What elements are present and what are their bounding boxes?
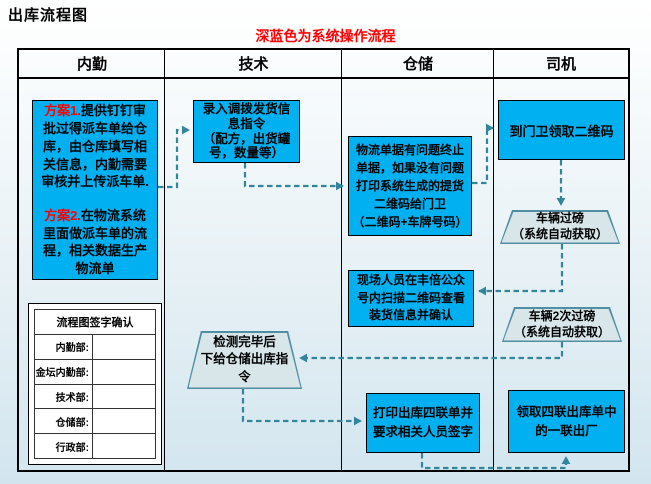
signoff-blank-cell [93,359,155,384]
lane-divider [164,50,165,470]
trapezoid-fill [188,332,301,388]
node-entry-order-text: 录入调拨发货信 息指令 （配方，出货罐 号，数量等） [202,102,291,161]
node-take-copy: 领取四联出库单中 的一联出厂 [508,390,625,453]
lane-divider [493,50,494,470]
signoff-label: 行政部: [35,434,93,458]
plan-2-text: 方案2.在物流系统里面做派车单的流程，相关数据生产物流单 [42,207,147,276]
header-divider [19,77,628,79]
node-scan-confirm-text: 现场人员在丰倍公众 号内扫描二维码查看 装货信息并确认 [356,273,465,323]
page-title: 出库流程图 [8,7,89,24]
trapezoid-fill [503,308,621,341]
lane-header-jishu: 技术 [238,56,269,73]
signoff-title: 流程图签字确认 [56,317,134,329]
signoff-label: 仓储部: [35,409,93,434]
trapezoid-second-weigh-text: 车辆2次过磅 （系统自动获取） [513,308,610,339]
node-dispatch-plan: 方案1.提供钉钉审批过得派车单给仓库，由仓库填写相关信息，内勤需要审核并上传派车… [32,100,158,280]
node-logistics-check: 物流单据有问题终止 单据，如果没有问题 打印系统生成的提货 二维码给门卫 （二维… [348,136,472,236]
trapezoid-fill [501,211,619,243]
signoff-label: 金坛内勤部: [35,359,93,384]
trapezoid-first-weigh: 车辆过磅 （系统自动获取） [500,210,620,244]
signoff-label: 技术部: [35,384,93,409]
node-scan-confirm: 现场人员在丰倍公众 号内扫描二维码查看 装货信息并确认 [348,270,474,327]
signoff-row: 技术部: [35,383,155,409]
node-take-copy-text: 领取四联出库单中 的一联出厂 [516,404,617,438]
node-logistics-check-text: 物流单据有问题终止 单据，如果没有问题 打印系统生成的提货 二维码给门卫 （二维… [352,143,468,229]
legend-note: 深蓝色为系统操作流程 [255,28,396,44]
trapezoid-second-weigh: 车辆2次过磅 （系统自动获取） [502,307,622,342]
lane-header-siji: 司机 [545,56,576,73]
signoff-blank-cell [93,384,155,409]
lane-header-neiqin: 内勤 [76,56,107,73]
signoff-inner: 流程图签字确认 内勤部: 金坛内勤部: 技术部: 仓储部: 行政部: [34,309,156,459]
trapezoid-first-weigh-text: 车辆过磅 （系统自动获取） [511,211,608,241]
signoff-table: 流程图签字确认 内勤部: 金坛内勤部: 技术部: 仓储部: 行政部: [28,303,162,465]
signoff-row: 金坛内勤部: [35,358,155,384]
trapezoid-outbound-command: 检测完毕后 下给仓储出库指 令 [187,331,302,389]
lane-header-cangchu: 仓储 [402,56,433,73]
trapezoid-outbound-command-text: 检测完毕后 下给仓储出库指 令 [200,334,289,384]
node-gate-qrcode: 到门卫领取二维码 [498,100,625,160]
node-gate-qrcode-text: 到门卫领取二维码 [509,123,614,139]
plan-2-label: 方案2. [44,207,81,223]
node-entry-order: 录入调拨发货信 息指令 （配方，出货罐 号，数量等） [193,100,300,163]
swimlane-table: 内勤 技术 仓储 司机 [17,48,630,472]
plan-1-text: 方案1.提供钉钉审批过得派车单给仓库，由仓库填写相关信息，内勤需要审核并上传派车… [41,103,149,190]
node-print-forms-text: 打印出库四联单并 要求相关人员签字 [372,406,473,439]
signoff-label: 内勤部: [35,335,93,359]
signoff-blank-cell [93,335,155,359]
signoff-blank-cell [93,434,155,458]
signoff-row: 行政部: [35,433,155,458]
plan-1-label: 方案1. [44,103,81,119]
node-print-forms: 打印出库四联单并 要求相关人员签字 [366,393,480,453]
signoff-row: 内勤部: [35,334,155,359]
lane-divider [341,50,342,470]
signoff-row: 仓储部: [35,408,155,434]
signoff-blank-cell [93,409,155,434]
